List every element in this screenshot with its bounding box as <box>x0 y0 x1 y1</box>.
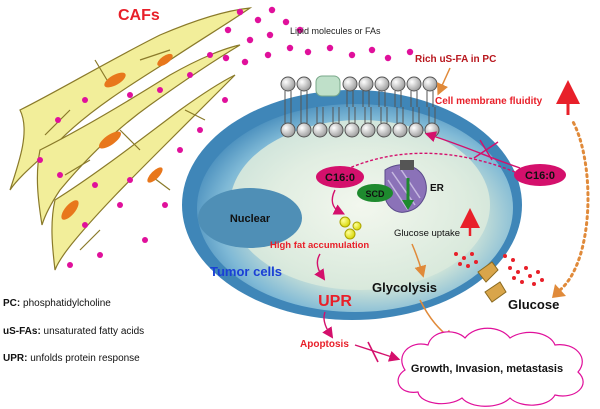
cafs-label: CAFs <box>118 7 160 24</box>
nuclear-label: Nuclear <box>230 213 271 225</box>
membrane-fluidity-label: Cell membrane fluidity <box>435 96 543 107</box>
er-label: ER <box>430 183 445 194</box>
nuclear-shape <box>198 188 302 248</box>
membrane-channel <box>315 75 341 97</box>
glucose-dots <box>454 252 544 286</box>
lipid-dots <box>222 6 414 66</box>
tumor-cell <box>182 90 522 320</box>
high-fat-label: High fat accumulation <box>270 240 369 251</box>
legend: PC: phosphatidylcholine uS-FAs: unsatura… <box>3 298 144 364</box>
membrane-phospholipids <box>280 75 440 138</box>
legend-usfa: uS-FAs: unsaturated fatty acids <box>3 326 144 337</box>
glycolysis-label: Glycolysis <box>372 280 437 295</box>
scd-label: SCD <box>365 189 385 199</box>
c16-inner-label: C16:0 <box>325 172 355 184</box>
legend-upr: UPR: unfolds protein response <box>3 353 140 364</box>
upr-label: UPR <box>318 293 352 310</box>
glucose-transporter <box>477 261 507 303</box>
lipid-molecules-label: Lipid molecules or FAs <box>290 26 381 36</box>
growth-label: Growth, Invasion, metastasis <box>411 363 563 375</box>
glucose-uptake-label: Glucose uptake <box>394 228 460 239</box>
rich-usfa-label: Rich uS-FA in PC <box>415 54 496 65</box>
growth-cloud <box>397 327 584 407</box>
c16-outer-label: C16:0 <box>525 170 555 182</box>
apoptosis-label: Apoptosis <box>300 339 349 350</box>
legend-pc: PC: phosphatidylcholine <box>3 298 111 309</box>
tumor-cells-label: Tumor cells <box>210 264 282 279</box>
glucose-label: Glucose <box>508 297 559 312</box>
er-structure <box>384 160 427 213</box>
